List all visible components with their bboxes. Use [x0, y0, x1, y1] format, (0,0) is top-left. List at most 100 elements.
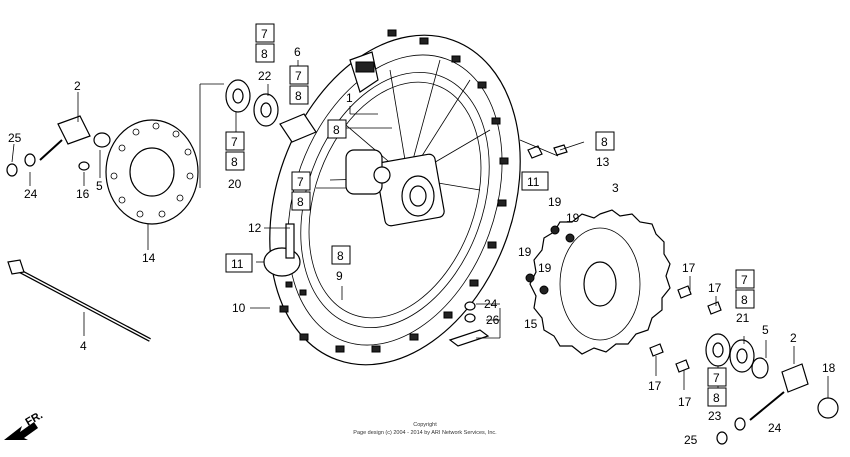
box-8-1: 8: [327, 119, 347, 139]
callout-10: 10: [232, 301, 246, 315]
callout-17d: 17: [678, 395, 692, 409]
callout-20: 20: [228, 177, 242, 191]
callout-18: 18: [822, 361, 836, 375]
box-7-22: 7: [255, 23, 275, 43]
svg-text:8: 8: [741, 293, 748, 307]
callout-25-right: 25: [684, 433, 698, 447]
callout-23: 23: [708, 409, 722, 423]
callout-5-right: 5: [762, 323, 769, 337]
sprocket-bolt-17a[interactable]: [677, 285, 692, 299]
svg-text:8: 8: [295, 89, 302, 103]
callout-6: 6: [294, 45, 301, 59]
nut-24-right[interactable]: [734, 417, 746, 431]
chain-adjuster-left[interactable]: [39, 115, 91, 161]
callout-26: 26: [486, 313, 500, 327]
callout-24-left: 24: [24, 187, 38, 201]
svg-text:11: 11: [231, 257, 244, 271]
svg-text:7: 7: [295, 69, 302, 83]
wheel-rim[interactable]: [267, 46, 523, 354]
svg-text:11: 11: [527, 175, 540, 189]
rear-hub[interactable]: [345, 149, 445, 227]
nut-25-right[interactable]: [716, 431, 728, 445]
rear-axle[interactable]: [7, 259, 151, 342]
callout-21: 21: [736, 311, 750, 325]
callout-12: 12: [248, 221, 262, 235]
box-8-hub: 8: [291, 191, 311, 211]
tube-valve[interactable]: [263, 223, 301, 277]
callout-17a: 17: [682, 261, 696, 275]
callout-2-left: 2: [74, 79, 81, 93]
svg-text:7: 7: [261, 27, 268, 41]
svg-text:8: 8: [337, 249, 344, 263]
callout-15: 15: [524, 317, 538, 331]
bearing-20[interactable]: [225, 79, 251, 113]
svg-text:8: 8: [713, 391, 720, 405]
callout-5-left: 5: [96, 179, 103, 193]
svg-text:8: 8: [297, 195, 304, 209]
box-7-20: 7: [225, 131, 245, 151]
callout-24-right: 24: [768, 421, 782, 435]
box-8-21: 8: [735, 289, 755, 309]
nut-24-left[interactable]: [24, 153, 36, 167]
box-7-6: 7: [289, 65, 309, 85]
sprocket-bolt-17c[interactable]: [649, 343, 664, 357]
callout-25-left: 25: [8, 131, 22, 145]
rim-lock[interactable]: [349, 51, 379, 93]
callout-24-center: 24: [484, 297, 498, 311]
callout-labels: 2 25 24 5 16 14 4 20 22 6 1 12 9 10 13 3…: [8, 45, 836, 447]
callout-19a: 19: [548, 195, 562, 209]
fr-label: FR.: [24, 409, 45, 428]
callout-17b: 17: [708, 281, 722, 295]
box-7-23: 7: [707, 367, 727, 387]
axle-nut-18[interactable]: [817, 397, 839, 419]
svg-text:7: 7: [741, 273, 748, 287]
copyright-line-1: Copyright: [413, 422, 437, 428]
distance-collar-6[interactable]: [279, 113, 317, 143]
callout-3: 3: [612, 181, 619, 195]
chain-adjuster-right[interactable]: [749, 363, 809, 421]
sprocket-bolt-17d[interactable]: [675, 359, 690, 373]
callout-19c: 19: [518, 245, 532, 259]
bearing-21[interactable]: [729, 339, 755, 373]
sprocket-nuts-19[interactable]: [525, 225, 575, 295]
box-8-22: 8: [255, 43, 275, 63]
box-8-6: 8: [289, 85, 309, 105]
sprocket-bolt-17b[interactable]: [707, 301, 722, 315]
bolt-16[interactable]: [78, 161, 90, 171]
svg-text:7: 7: [713, 371, 720, 385]
box-11-nipple: 11: [521, 171, 549, 191]
callout-19b: 19: [566, 211, 580, 225]
svg-text:8: 8: [231, 155, 238, 169]
svg-text:8: 8: [601, 135, 608, 149]
callout-4: 4: [80, 339, 87, 353]
collar-5-right[interactable]: [751, 357, 769, 379]
callout-19d: 19: [538, 261, 552, 275]
bearing-23[interactable]: [705, 333, 731, 367]
driven-sprocket[interactable]: [529, 209, 671, 355]
valve-stem-15[interactable]: [448, 301, 490, 347]
collar-5-left[interactable]: [93, 132, 111, 148]
box-8-20: 8: [225, 151, 245, 171]
box-7-21: 7: [735, 269, 755, 289]
nut-25-left[interactable]: [6, 163, 18, 177]
brake-disc[interactable]: [105, 119, 199, 225]
callout-14: 14: [142, 251, 156, 265]
svg-text:7: 7: [231, 135, 238, 149]
copyright-line-2: Page design (c) 2004 - 2014 by ARI Netwo…: [353, 430, 497, 436]
bearing-22[interactable]: [253, 93, 279, 127]
callout-22: 22: [258, 69, 272, 83]
callout-2-right: 2: [790, 331, 797, 345]
leader-lines: [11, 60, 829, 406]
svg-text:8: 8: [333, 123, 340, 137]
callout-13: 13: [596, 155, 610, 169]
svg-text:7: 7: [297, 175, 304, 189]
box-8-9: 8: [331, 245, 351, 265]
box-11-valve: 11: [225, 253, 253, 273]
box-8-23: 8: [707, 387, 727, 407]
boxed-refs: 7 8 7 8 7 8 8 7 8 11 8 8 11 7 8 7 8: [225, 23, 755, 407]
callout-17c: 17: [648, 379, 662, 393]
box-7-hub: 7: [291, 171, 311, 191]
callout-1: 1: [346, 91, 353, 105]
box-8-13: 8: [595, 131, 615, 151]
